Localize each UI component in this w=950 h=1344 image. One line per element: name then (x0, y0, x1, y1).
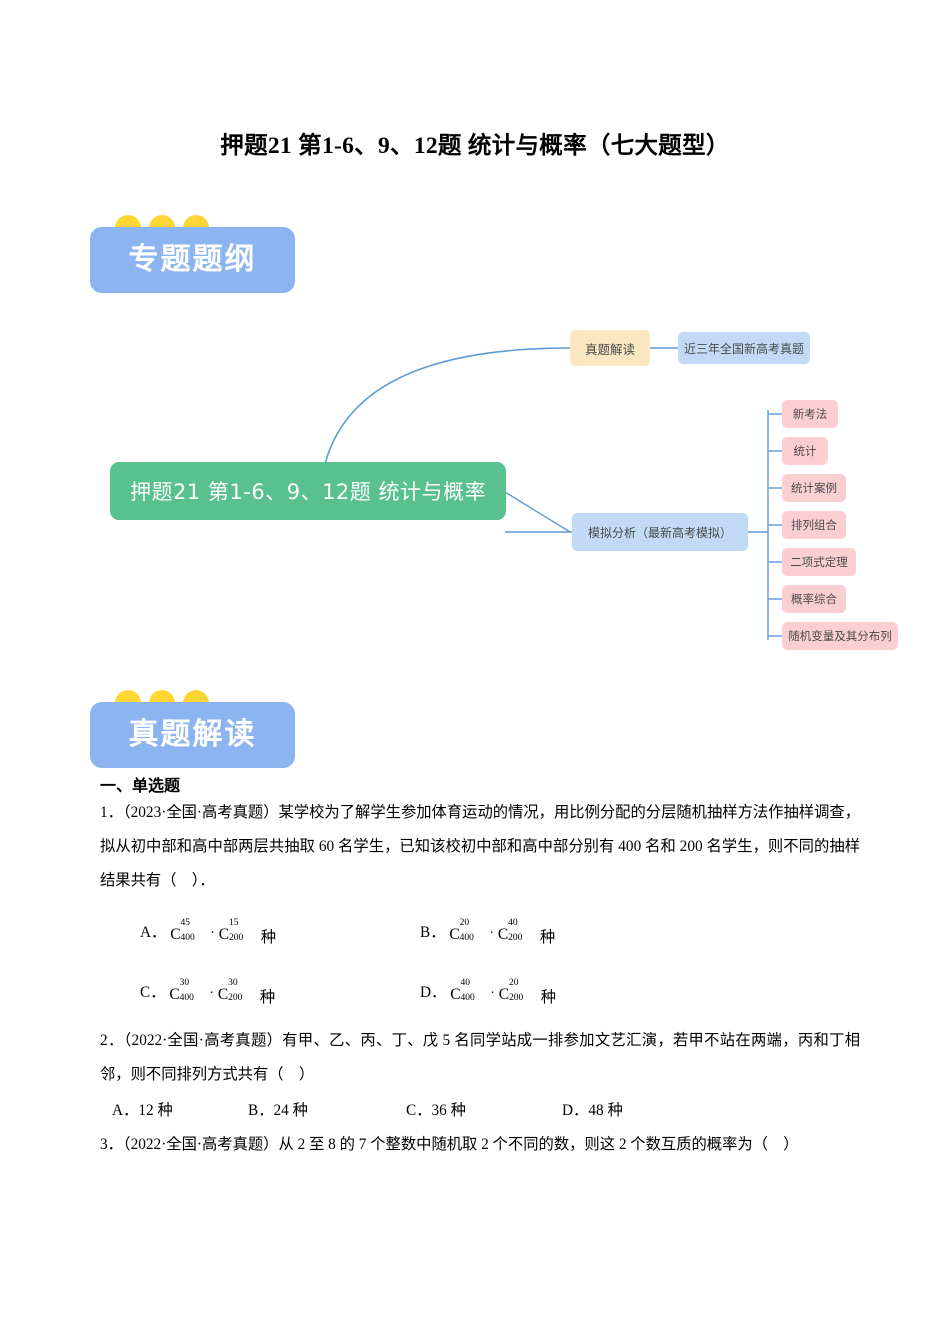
badge-label: 专题题纲 (128, 242, 257, 277)
mindmap-node-simulation: 模拟分析（最新高考模拟） (572, 513, 748, 551)
multiplication-dot: · (210, 926, 215, 941)
question-source: （2023·全国·高考真题） (122, 804, 279, 821)
combination-base: C (218, 926, 230, 943)
combination-superscript: 40 (460, 978, 471, 988)
section-badge-real-exam: 真题解读 (90, 690, 295, 768)
option-label: C． (140, 984, 166, 1001)
question-text: 某学校为了解学生参加体育运动的情况，用比例分配的分层随机抽样方法作抽样调查，拟从… (100, 804, 860, 889)
question-source: （2022·全国·高考真题） (122, 1136, 279, 1153)
option-label: D． (420, 984, 447, 1001)
mindmap-node-sim-child: 随机变量及其分布列 (782, 622, 898, 650)
question-2-options-row: A．12 种 B．24 种 C．36 种 D．48 种 (100, 1098, 860, 1124)
option-value: 36 种 (431, 1102, 466, 1119)
connector-root-to-sim (504, 491, 571, 533)
combination-base: C (450, 986, 461, 1003)
combination-superscript: 30 (179, 978, 190, 988)
combination-base: C (449, 926, 460, 943)
mindmap-node-sim-child: 统计案例 (782, 474, 846, 502)
question-text: 有甲、乙、丙、丁、戊 5 名同学站成一排参加文艺汇演，若甲不站在两端，丙和丁相邻… (100, 1032, 860, 1083)
multiplication-dot: · (489, 926, 494, 941)
combination-base: C (170, 926, 181, 943)
question-3: 3．（2022·全国·高考真题）从 2 至 8 的 7 个整数中随机取 2 个不… (100, 1128, 860, 1162)
page-title: 押题21 第1-6、9、12题 统计与概率（七大题型） (220, 133, 730, 159)
combination-subscript: 400 (179, 993, 194, 1003)
option-unit: 种 (260, 929, 276, 946)
question-2: 2．（2022·全国·高考真题）有甲、乙、丙、丁、戊 5 名同学站成一排参加文艺… (100, 1024, 860, 1092)
question-number: 2． (100, 1032, 124, 1049)
badge-label: 真题解读 (128, 717, 257, 752)
badge-background (90, 227, 295, 293)
option-B[interactable]: B．24 种 (248, 1098, 308, 1120)
combination-superscript: 20 (509, 978, 519, 988)
option-value: 24 种 (273, 1102, 308, 1119)
combination-subscript: 400 (180, 933, 195, 943)
combination-superscript: 45 (180, 918, 191, 928)
section-heading: 一、单选题 (100, 778, 181, 795)
option-label: B． (420, 924, 446, 941)
combination-superscript: 20 (459, 918, 470, 928)
question-source: （2022·全国·高考真题） (123, 1032, 283, 1049)
question-number: 3． (100, 1136, 123, 1153)
question-number: 1． (100, 804, 123, 821)
combination-subscript: 200 (508, 933, 523, 943)
mindmap-root-node: 押题21 第1-6、9、12题 统计与概率 (110, 462, 506, 520)
option-label: A． (112, 1102, 139, 1119)
combination-superscript: 30 (228, 978, 238, 988)
option-label: A． (140, 924, 167, 941)
mindmap-node-sim-child: 概率综合 (782, 585, 846, 613)
option-D[interactable]: D．48 种 (562, 1098, 623, 1120)
mindmap-node-sim-child: 新考法 (782, 400, 838, 428)
badge-background (90, 702, 295, 768)
mindmap-node-sim-child: 统计 (782, 437, 828, 465)
option-unit: 种 (539, 929, 556, 946)
combination-subscript: 400 (460, 993, 475, 1003)
option-unit: 种 (259, 989, 276, 1006)
option-value: 48 种 (588, 1102, 623, 1119)
connector-root-to-real (321, 347, 571, 479)
combination-base: C (217, 986, 229, 1003)
combination-subscript: 200 (509, 993, 524, 1003)
question-1: 1．（2023·全国·高考真题）某学校为了解学生参加体育运动的情况，用比例分配的… (100, 796, 860, 898)
multiplication-dot: · (490, 986, 495, 1001)
option-value: 12 种 (138, 1102, 173, 1119)
combination-base: C (498, 986, 510, 1003)
combination-superscript: 15 (229, 918, 239, 928)
mindmap-connectors (321, 347, 782, 640)
combination-subscript: 200 (228, 993, 243, 1003)
option-label: B． (248, 1102, 274, 1119)
mindmap-node-real-exam: 真题解读 (570, 330, 650, 366)
option-unit: 种 (540, 989, 556, 1006)
option-label: C． (406, 1102, 432, 1119)
option-label: D． (562, 1102, 589, 1119)
option-A[interactable]: A．12 种 (112, 1098, 173, 1120)
combination-superscript: 40 (508, 918, 518, 928)
question-text: 从 2 至 8 的 7 个整数中随机取 2 个不同的数，则这 2 个数互质的概率… (278, 1136, 799, 1153)
combination-base: C (497, 926, 509, 943)
mindmap-node-recent-exams: 近三年全国新高考真题 (678, 332, 810, 364)
mindmap: 押题21 第1-6、9、12题 统计与概率 真题解读 近三年全国新高考真题 模拟… (0, 310, 950, 665)
option-C[interactable]: C．36 种 (406, 1098, 466, 1120)
section-badge-outline: 专题题纲 (90, 215, 295, 293)
mindmap-node-sim-child: 二项式定理 (782, 548, 856, 576)
combination-base: C (169, 986, 180, 1003)
mindmap-node-sim-child: 排列组合 (782, 511, 846, 539)
multiplication-dot: · (209, 986, 214, 1001)
combination-subscript: 200 (229, 933, 244, 943)
combination-subscript: 400 (459, 933, 474, 943)
